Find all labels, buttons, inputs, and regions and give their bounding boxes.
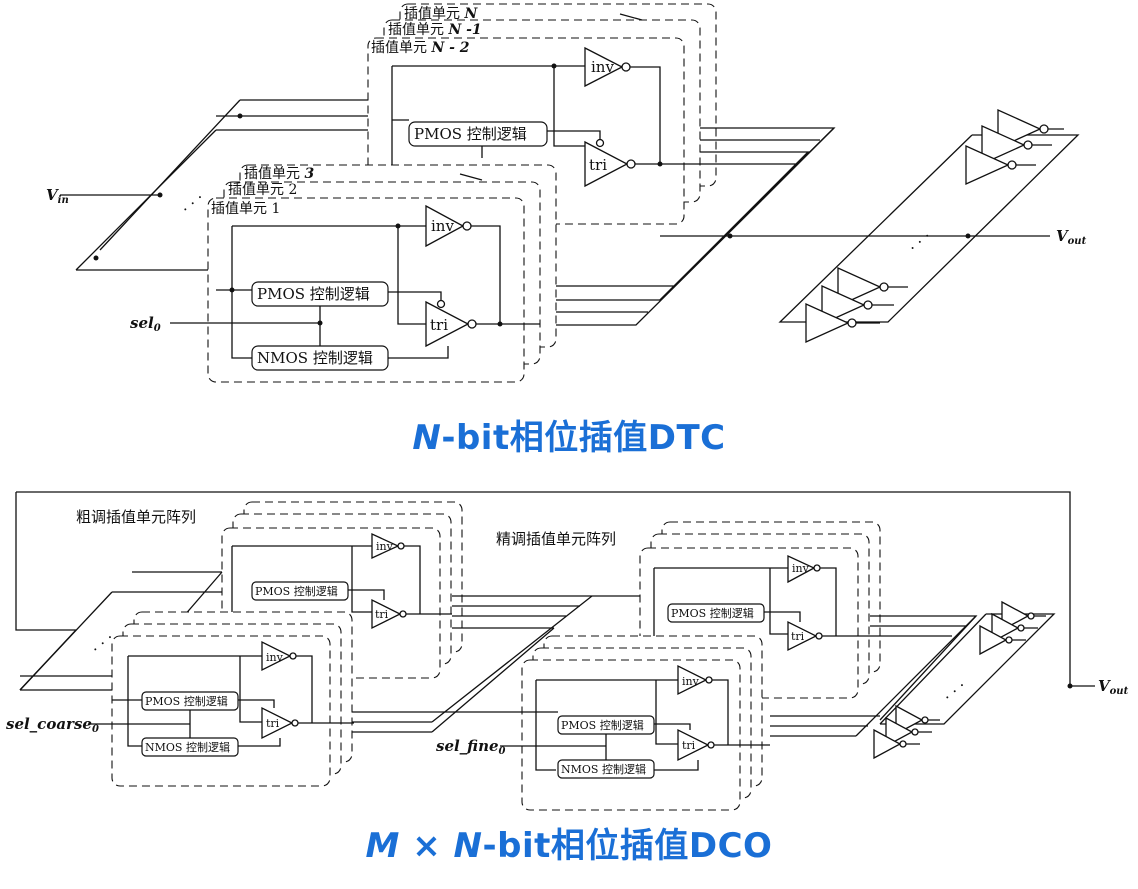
svg-text:PMOS 控制逻辑: PMOS 控制逻辑 [255,584,338,598]
svg-text:inv: inv [376,540,394,553]
svg-text:. . .: . . . [85,625,115,654]
dtc-stub [619,13,643,21]
svg-text:inv: inv [431,217,454,235]
dtc-back-inv [584,46,624,88]
dco-diagram: Vout 粗调插值单元阵列 inv tri PMOS 控制逻辑 . . . in… [6,491,1129,811]
dtc-vin-label: Vin [46,186,69,206]
dtc-cell-n-1-title: 插值单元 N -1 [388,22,482,38]
dco-sel-fine-label: sel_fine0 [436,737,506,757]
dtc-cell-n-2-title: 插值单元 N - 2 [371,40,470,56]
dtc-front-tri [425,300,470,348]
svg-text:tri: tri [375,608,389,621]
svg-text:inv: inv [266,651,284,664]
svg-text:NMOS 控制逻辑: NMOS 控制逻辑 [257,349,373,367]
svg-text:tri: tri [682,739,696,752]
dtc-cell-3-title: 插值单元 3 [244,166,314,182]
svg-text:tri: tri [266,717,280,730]
svg-text:NMOS 控制逻辑: NMOS 控制逻辑 [561,762,646,776]
dtc-back-pmos [408,121,548,147]
svg-text:PMOS 控制逻辑: PMOS 控制逻辑 [671,606,754,620]
dtc-diagram: 插值单元 N 插值单元 N -1 插值单元 N - 2 inv tri PMOS… [46,3,1087,383]
dco-sel-coarse-label: sel_coarse0 [6,715,99,735]
dtc-vout-label: Vout [1056,227,1087,247]
dco-title: M × N-bit相位插值DCO [365,826,773,866]
svg-text:. . .: . . . [937,673,967,702]
dtc-sel-label: sel0 [130,314,161,334]
dtc-title: N-bit相位插值DTC [412,418,726,458]
svg-text:PMOS 控制逻辑: PMOS 控制逻辑 [561,718,644,732]
svg-text:. . .: . . . [902,224,932,253]
dtc-cell-n-title: 插值单元 N [404,6,478,22]
svg-text:tri: tri [430,316,448,334]
svg-text:NMOS 控制逻辑: NMOS 控制逻辑 [145,740,230,754]
svg-text:inv: inv [792,562,810,575]
svg-text:inv: inv [682,675,700,688]
dco-coarse-label: 粗调插值单元阵列 [76,508,196,526]
svg-text:PMOS 控制逻辑: PMOS 控制逻辑 [257,285,370,303]
svg-text:PMOS 控制逻辑: PMOS 控制逻辑 [414,125,527,143]
dtc-back-tri [584,140,629,188]
dtc-cell-1-title: 插值单元 1 [211,201,280,217]
dco-vout-label: Vout [1098,677,1129,697]
svg-text:tri: tri [791,630,805,643]
dco-fine-label: 精调插值单元阵列 [496,530,616,548]
svg-text:. . .: . . . [175,185,205,214]
dtc-front-inv [425,204,465,248]
dtc-cell-2-title: 插值单元 2 [228,182,297,198]
svg-text:tri: tri [589,156,607,174]
svg-text:inv: inv [591,58,614,76]
svg-text:PMOS 控制逻辑: PMOS 控制逻辑 [145,694,228,708]
